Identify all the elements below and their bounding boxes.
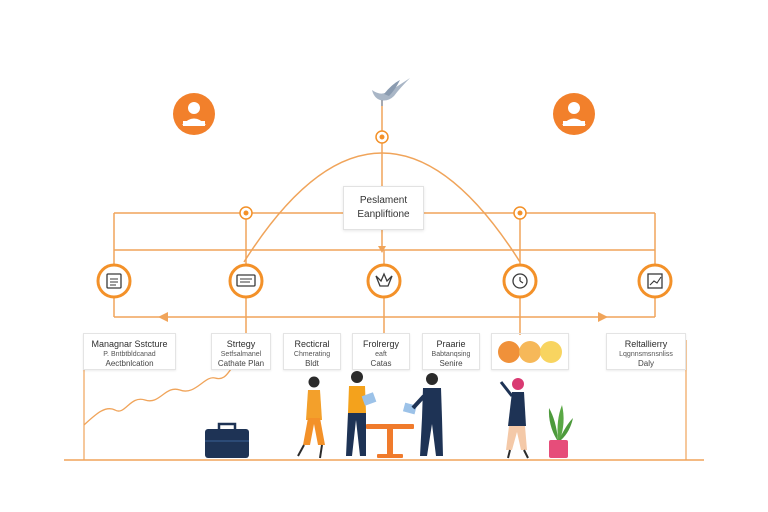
box-detail: Senire [439, 359, 463, 368]
box-subtitle: Lqgnnsmsnsnliss [619, 351, 673, 358]
swatch [498, 341, 520, 363]
table-icon [366, 424, 414, 458]
box-subtitle: Babtanqsing [431, 351, 471, 358]
junction-dot [375, 130, 389, 144]
info-box: Recticral Chmerating Bldt [283, 333, 341, 370]
person-figure [402, 373, 443, 456]
box-detail: Catas [370, 359, 392, 368]
node-chart [637, 263, 673, 299]
center-node-line2: Eanpliftione [357, 209, 410, 220]
arrow-right [598, 312, 608, 322]
box-title: Recticral [294, 339, 330, 349]
info-box: Frolrergy eaft Catas [352, 333, 410, 370]
box-detail: Cathate Plan [217, 359, 265, 368]
node-crown [366, 263, 402, 299]
junction-dot [239, 206, 253, 220]
info-box: Strtegy Setfsalmanel Cathate Plan [211, 333, 271, 370]
node-monitor [228, 263, 264, 299]
plant-icon [548, 405, 573, 458]
monitor-icon [236, 274, 256, 287]
info-box: Praarie Babtanqsing Senire [422, 333, 480, 370]
swatch [540, 341, 562, 363]
bird-icon [372, 78, 410, 106]
person-figure [346, 371, 377, 456]
center-node-line1: Peslament [359, 195, 408, 206]
info-box: Managnar Sstcture P. Bntbtbldcanad Aectb… [83, 333, 176, 370]
chart-icon [647, 273, 663, 289]
person-figure [499, 378, 529, 459]
clock-icon [512, 273, 528, 289]
swatch [519, 341, 541, 363]
box-subtitle: Setfsalmanel [220, 351, 262, 358]
color-swatches [498, 341, 562, 363]
node-clock [502, 263, 538, 299]
document-icon [106, 273, 122, 289]
box-subtitle: P. Bntbtbldcanad [103, 351, 156, 358]
box-title: Praarie [436, 339, 466, 349]
box-title: Frolrergy [362, 339, 399, 349]
box-title: Strtegy [226, 339, 256, 349]
arrow-left [158, 312, 168, 322]
node-document [96, 263, 132, 299]
box-subtitle: Chmerating [293, 351, 331, 358]
box-title: Reltallierry [624, 339, 668, 349]
box-subtitle: eaft [375, 351, 387, 358]
center-node: Peslament Eanpliftione [343, 186, 424, 230]
person-figure [297, 376, 325, 459]
crown-icon [375, 272, 393, 287]
trend-line [83, 367, 233, 426]
user-icon [173, 93, 215, 135]
briefcase-icon [205, 422, 249, 458]
box-detail: Daly [637, 359, 654, 368]
box-detail: Aectbnlcation [105, 359, 154, 368]
box-detail: Bldt [305, 359, 319, 368]
box-title: Managnar Sstcture [91, 339, 168, 349]
user-icon [553, 93, 595, 135]
info-box: Reltallierry Lqgnnsmsnsnliss Daly [606, 333, 686, 370]
junction-dot [513, 206, 527, 220]
swatch-box [491, 333, 569, 370]
